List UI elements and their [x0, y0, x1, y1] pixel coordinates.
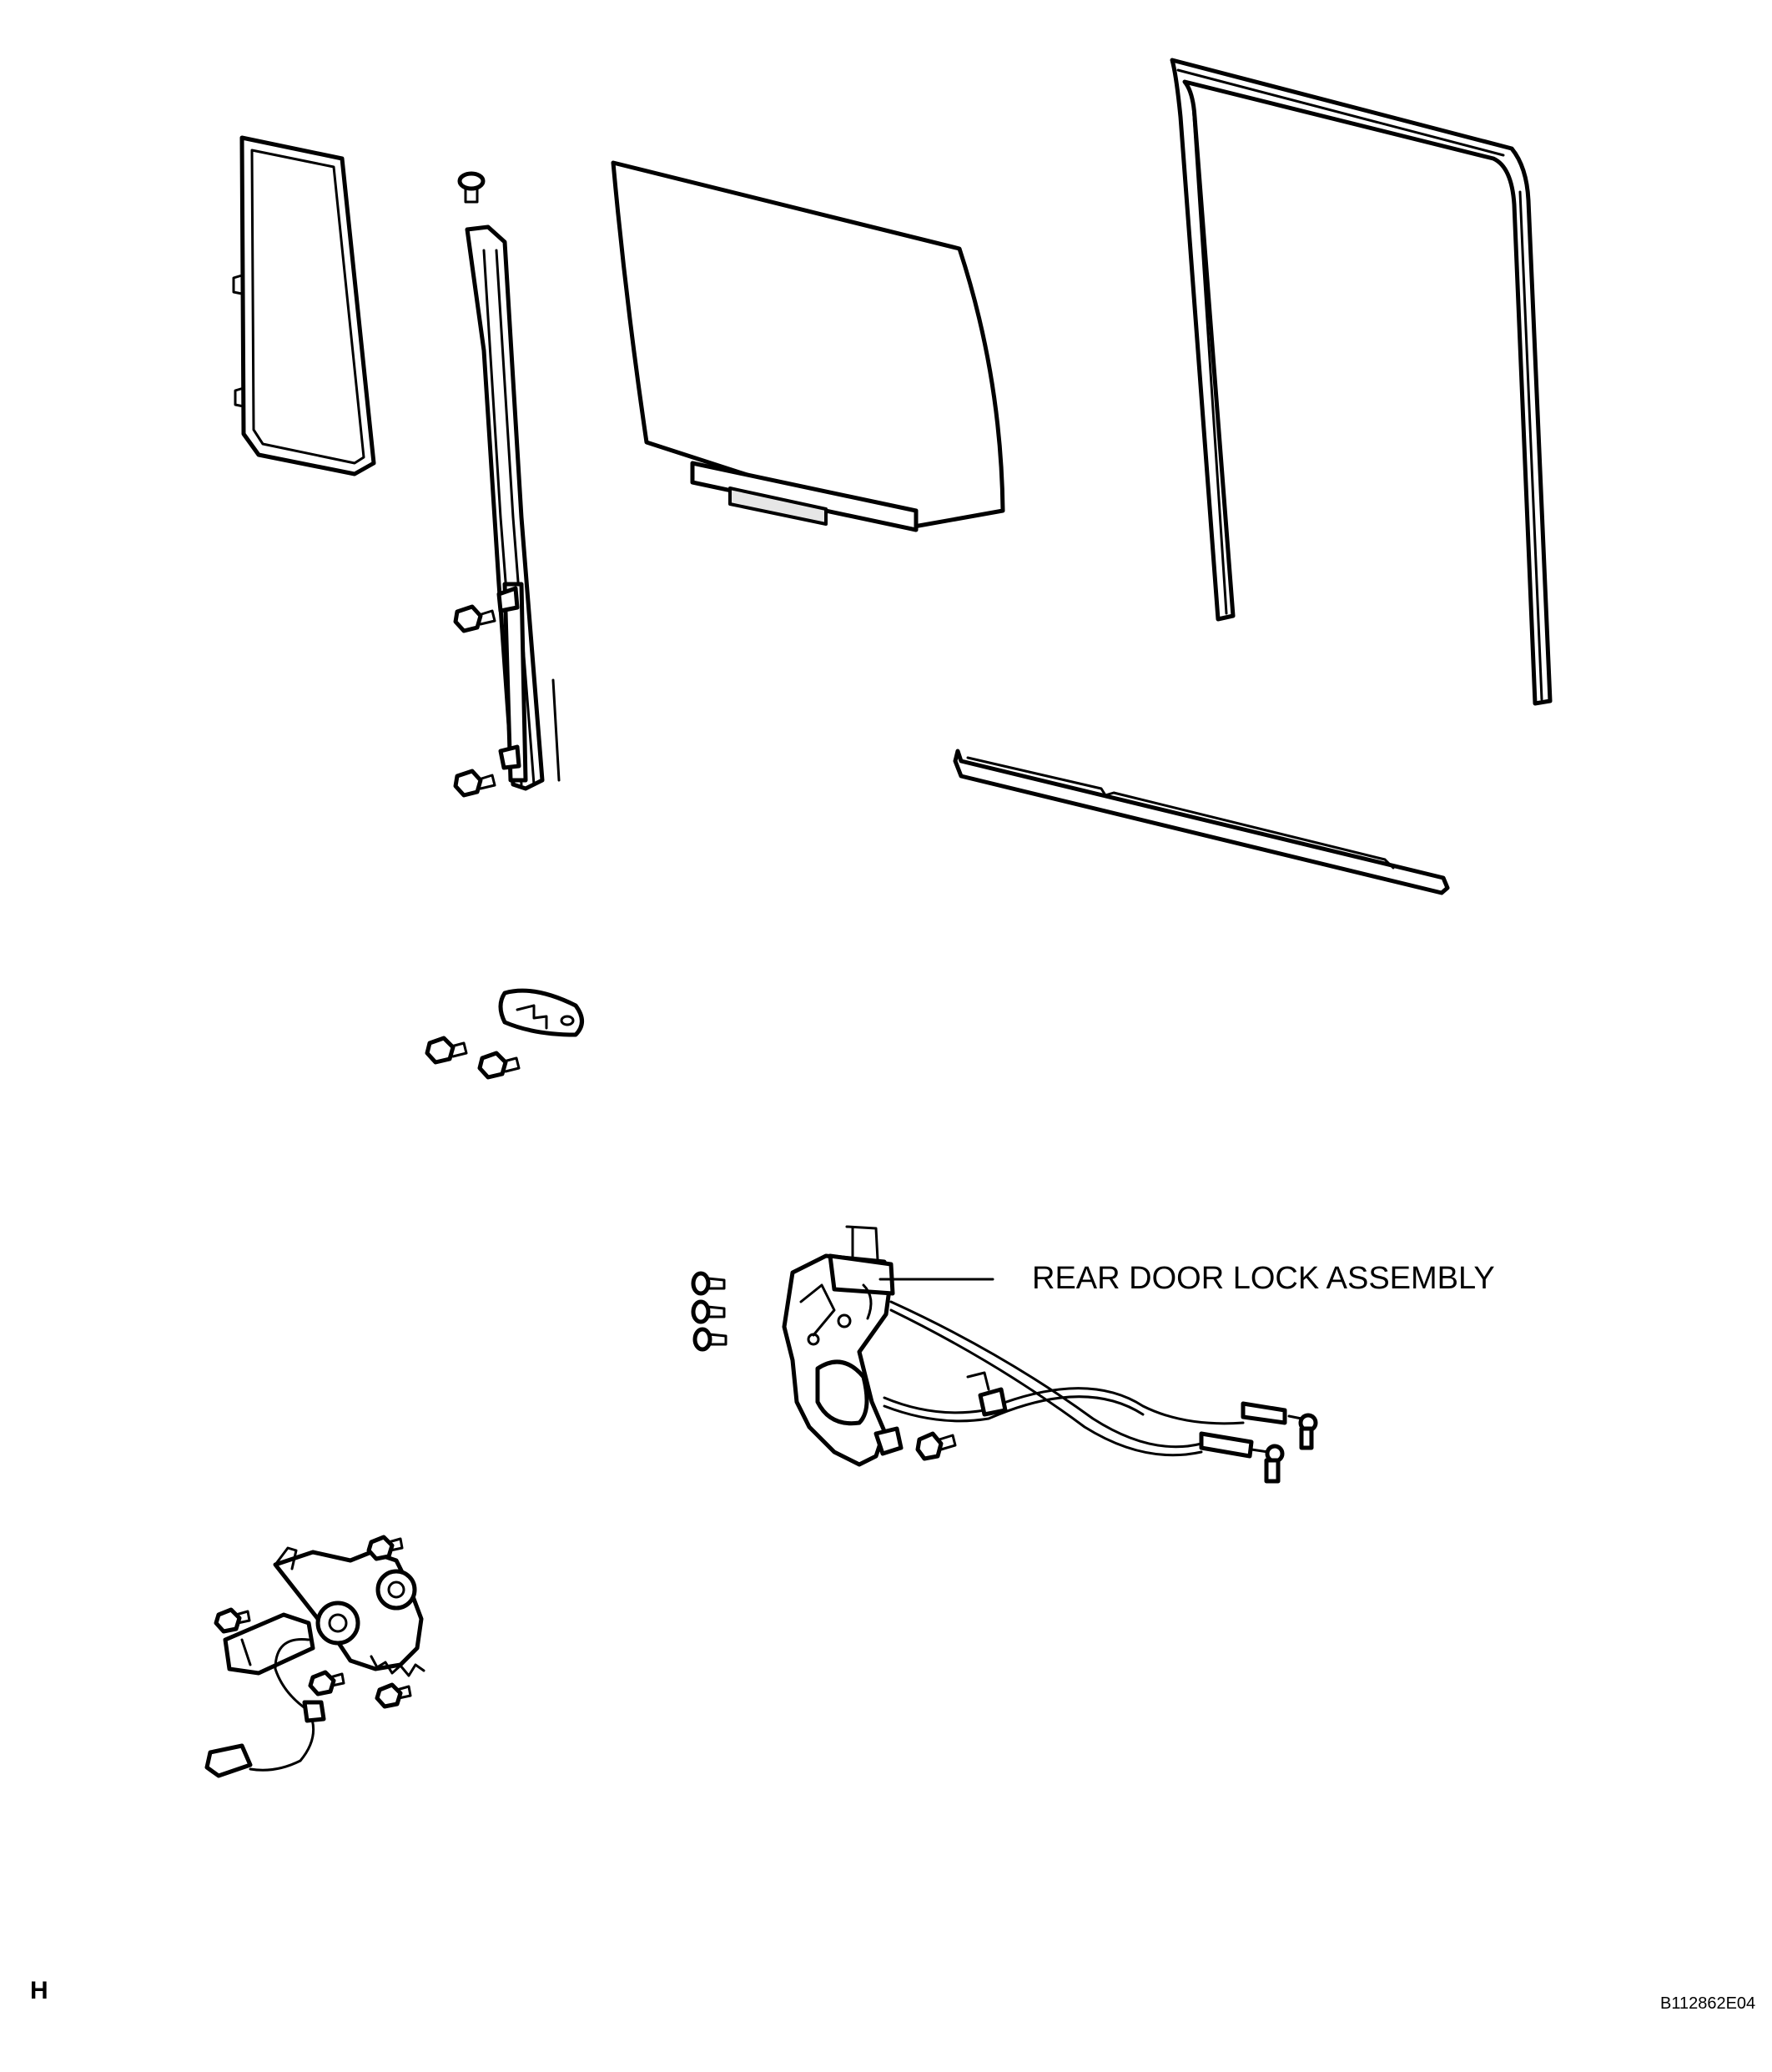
rear-door-outer-weatherstrip: [953, 749, 1450, 895]
lock-bolt: [915, 1431, 957, 1461]
division-bar: [465, 224, 561, 791]
rear-door-glass: [611, 160, 1005, 532]
regulator-bolt-4: [375, 1682, 412, 1709]
division-bar-bolt-upper: [453, 604, 496, 633]
lock-screw-1: [691, 1271, 726, 1296]
rear-door-lock-assembly-label: REAR DOOR LOCK ASSEMBLY: [1032, 1261, 1495, 1296]
regulator-bolt-3: [308, 1670, 345, 1696]
lift-plate-bolt-right: [477, 1051, 521, 1080]
regulator-bolt-2: [214, 1607, 251, 1634]
lock-screw-3: [692, 1327, 727, 1352]
lock-screw-2: [691, 1299, 726, 1324]
lift-plate: [498, 988, 584, 1037]
lift-plate-bolt-left: [425, 1036, 468, 1065]
rear-door-glass-run: [1170, 58, 1553, 706]
rear-door-lock-assembly: [782, 1225, 904, 1467]
figure-code: B112862E04: [1660, 1994, 1755, 2013]
lock-control-cables: [883, 1300, 1318, 1484]
corner-letter: H: [30, 1977, 48, 2004]
division-bar-top-screw: [457, 171, 486, 204]
quarter-window-glass: [232, 135, 376, 476]
regulator-bolt-1: [366, 1535, 404, 1561]
window-regulator-motor: [204, 1546, 425, 1778]
division-bar-bolt-lower: [453, 769, 496, 798]
